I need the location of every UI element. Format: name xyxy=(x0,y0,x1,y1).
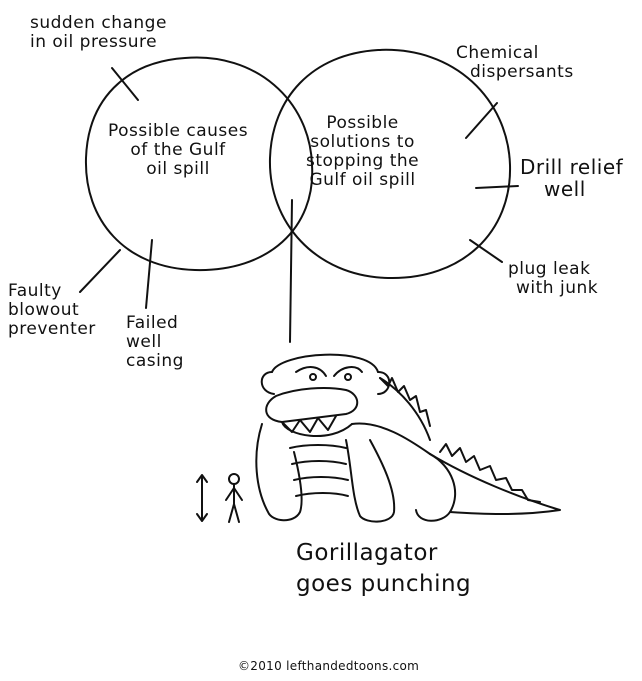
causes-circle-label: Possible causes of the Gulf oil spill xyxy=(108,121,249,180)
label-drill-relief-well: Drill relief well xyxy=(520,155,624,202)
pointer-sudden-change xyxy=(111,67,139,101)
height-arrow xyxy=(196,474,208,522)
label-faulty-blowout-preventer: Faulty blowout preventer xyxy=(8,281,96,340)
solutions-circle-label: Possible solutions to stopping the Gulf … xyxy=(306,113,420,191)
pointer-drill xyxy=(475,185,519,189)
pointer-gorillagator xyxy=(289,199,293,343)
human-figure xyxy=(225,473,243,523)
pointer-casing xyxy=(145,239,153,309)
label-failed-well-casing: Failed well casing xyxy=(126,313,184,372)
label-sudden-change: sudden change in oil pressure xyxy=(30,13,167,53)
label-gorillagator: Gorillagator goes punching xyxy=(296,540,472,598)
gorillagator-drawing xyxy=(255,353,561,523)
copyright-credit: ©2010 lefthandedtoons.com xyxy=(238,659,420,673)
causes-circle xyxy=(84,56,314,272)
pointer-chemical xyxy=(465,102,498,139)
label-plug-leak: plug leak with junk xyxy=(508,259,599,299)
label-chemical-dispersants: Chemical dispersants xyxy=(456,43,574,83)
pointer-plug xyxy=(469,239,503,263)
pointer-faulty xyxy=(79,249,121,293)
